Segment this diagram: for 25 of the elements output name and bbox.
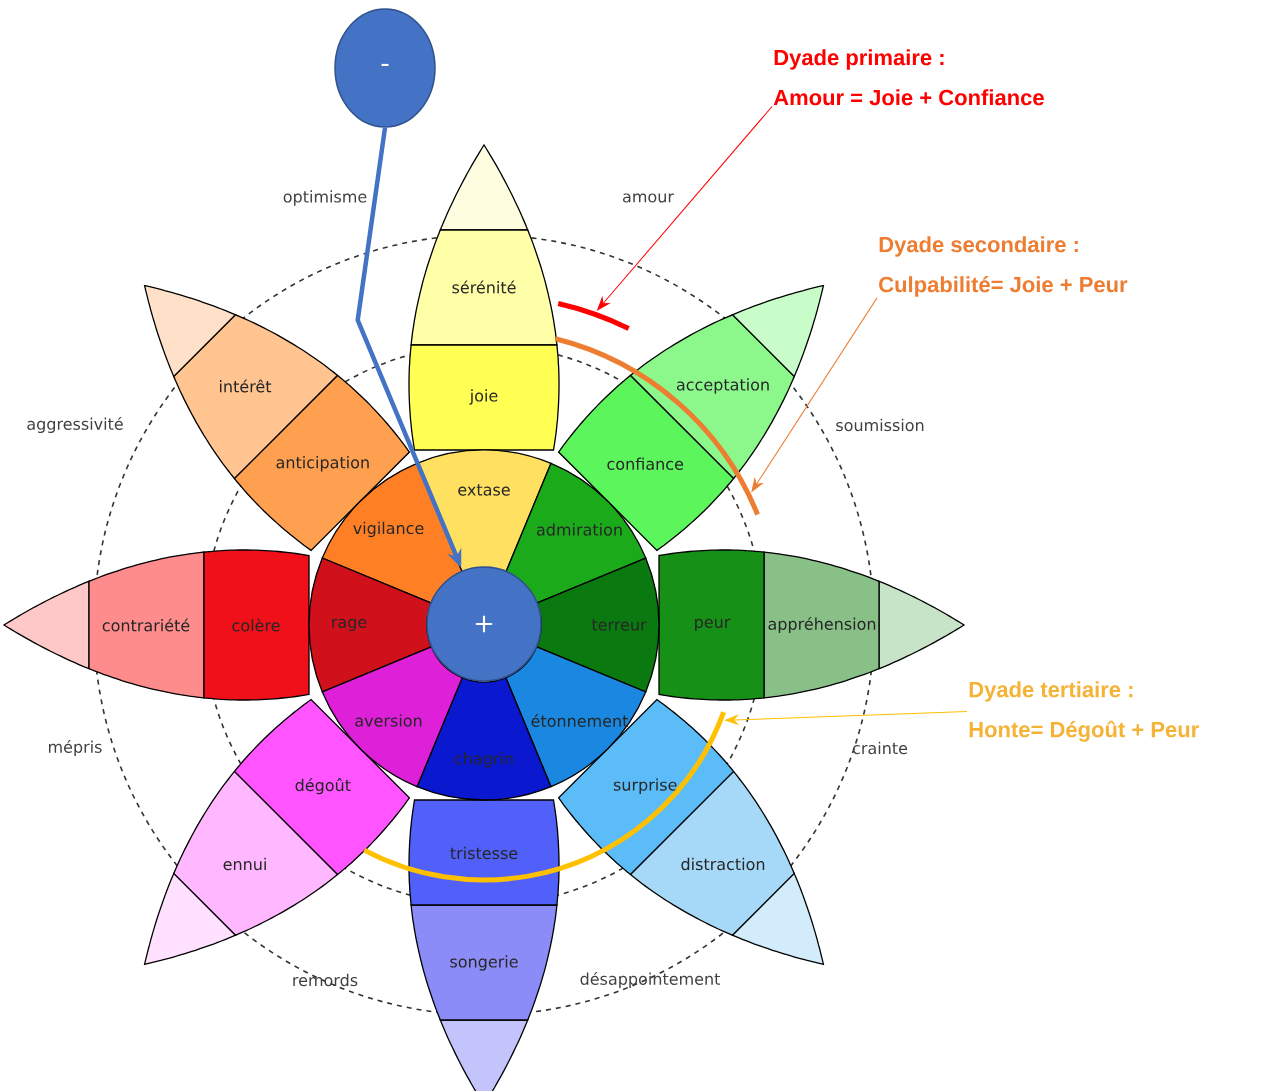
dyad-label: aggressivité	[27, 416, 123, 434]
dyad-label: amour	[623, 193, 674, 203]
arrow	[751, 297, 878, 492]
callout-text: Dyade primaire : Amour = Joie + Confiance	[773, 49, 1044, 106]
petal-segment: joie	[408, 344, 560, 451]
inner-sector: rage	[308, 557, 432, 693]
inner-sector: terreur	[536, 557, 660, 693]
petal-segment: appréhension	[763, 551, 966, 699]
petal-segment: songerie	[410, 904, 558, 1091]
dyad-label: désappointement	[580, 971, 721, 989]
dyad-label: remords	[293, 973, 358, 987]
arrow	[597, 106, 773, 311]
callout-text: Dyade tertiaire : Honte= Dégoût + Peur	[969, 681, 1199, 742]
petal-segment: tristesse	[408, 799, 560, 906]
dyad-label: crainte	[852, 741, 908, 755]
petal-segment: contrariété	[2, 551, 205, 699]
petal-segment: colère	[203, 549, 310, 701]
petal-segment: sérénité	[410, 143, 558, 346]
dyad-label: optimisme	[283, 190, 367, 206]
petal-segment: peur	[658, 549, 765, 701]
callout-text: Dyade secondaire : Culpabilité= Joie + Peur	[879, 236, 1128, 297]
arrow	[725, 711, 968, 725]
dyad-label: soumission	[836, 418, 924, 432]
dyad-label: mépris	[49, 739, 102, 757]
arc	[557, 301, 630, 331]
